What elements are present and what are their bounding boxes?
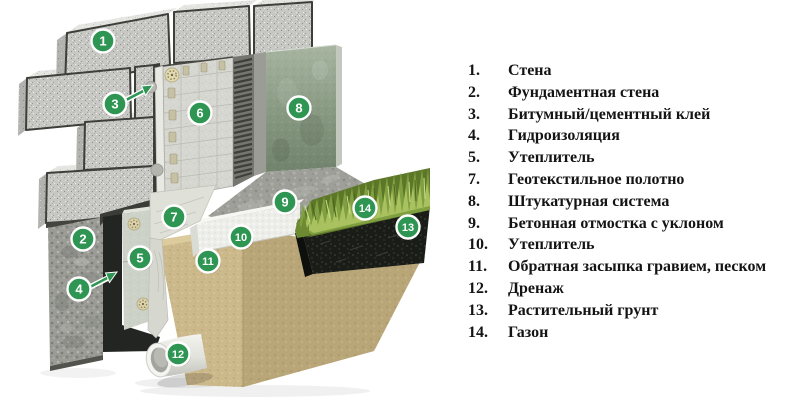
panel-anchor-pads	[167, 60, 226, 184]
legend-item-label: Газон	[508, 323, 549, 341]
callout-9: 9	[272, 189, 298, 215]
legend-item-label: Утеплитель	[508, 236, 595, 254]
legend-item-label: Фундаментная стена	[508, 83, 660, 101]
panel-washer-icon	[164, 67, 180, 83]
legend-item-label: Стена	[508, 62, 552, 79]
legend-item: 5. Утеплитель	[455, 147, 799, 169]
svg-text:14: 14	[359, 203, 372, 215]
callout-6: 6	[187, 100, 213, 126]
legend-item-number: 10.	[468, 236, 488, 254]
callout-11: 11	[195, 248, 221, 274]
insulation-panel	[145, 56, 234, 204]
svg-text:12: 12	[172, 349, 184, 361]
drainage-membrane	[233, 52, 266, 187]
legend-item-label: Дренаж	[508, 279, 564, 297]
legend-item: 11. Обратная засыпка гравием, песком	[455, 256, 799, 278]
svg-text:13: 13	[402, 222, 414, 234]
callout-12: 12	[165, 341, 191, 367]
svg-text:1: 1	[99, 34, 106, 49]
callout-8: 8	[286, 95, 312, 121]
legend-item-number: 1.	[468, 62, 480, 79]
legend-item: 4. Гидроизоляция	[455, 125, 799, 147]
callouts: 1 3 6 8 2 5 4 7 9 10 11 12 13 14	[66, 28, 421, 367]
callout-13: 13	[395, 214, 421, 240]
legend-item: 14. Газон	[455, 322, 799, 344]
insulation-washer-icon	[136, 297, 150, 311]
legend-item-number: 12.	[468, 279, 488, 297]
svg-text:3: 3	[111, 97, 118, 112]
legend-item-number: 13.	[468, 301, 488, 319]
adhesive-dab	[150, 163, 164, 177]
legend-item-label: Геотекстильное полотно	[508, 170, 685, 188]
legend-item-number: 7.	[468, 170, 480, 188]
legend-item: 7. Геотекстильное полотно	[455, 169, 799, 191]
svg-text:9: 9	[281, 195, 288, 210]
svg-text:6: 6	[196, 106, 203, 121]
legend-item-label: Утеплитель	[508, 149, 595, 167]
legend-item: 1. Стена	[455, 60, 799, 82]
waterproofing-membrane	[103, 214, 160, 352]
legend-item: 8. Штукатурная система	[455, 191, 799, 213]
legend-item-number: 14.	[468, 323, 488, 341]
legend-item-label: Растительный грунт	[508, 301, 659, 319]
svg-text:8: 8	[295, 101, 302, 116]
svg-text:7: 7	[170, 210, 177, 225]
legend-item: 9. Бетонная отмостка с уклоном	[455, 213, 799, 235]
legend-item-label: Гидроизоляция	[508, 127, 620, 145]
callout-1: 1	[90, 28, 116, 54]
callout-10: 10	[228, 224, 254, 250]
legend: 1. Стена 2. Фундаментная стена 3. Битумный/…	[455, 60, 799, 343]
svg-text:5: 5	[136, 251, 143, 266]
legend-item-number: 9.	[468, 214, 480, 232]
legend-item: 13. Растительный грунт	[455, 300, 799, 322]
legend-item: 3. Битумный/цементный клей	[455, 104, 799, 126]
callout-arrow-4	[87, 271, 119, 290]
svg-text:4: 4	[75, 282, 83, 297]
legend-item-label: Бетонная отмостка с уклоном	[508, 214, 724, 232]
svg-text:11: 11	[202, 256, 214, 268]
svg-text:2: 2	[79, 232, 86, 247]
callout-14: 14	[352, 195, 378, 221]
legend-item-number: 5.	[468, 149, 480, 167]
legend-item-number: 11.	[468, 258, 488, 276]
legend-item: 12. Дренаж	[455, 278, 799, 300]
legend-item-number: 3.	[468, 105, 480, 123]
legend-item-label: Битумный/цементный клей	[508, 105, 711, 123]
callout-2: 2	[70, 226, 96, 252]
callout-3: 3	[102, 91, 128, 117]
legend-item-number: 8.	[468, 192, 480, 210]
legend-item-label: Обратная засыпка гравием, песком	[508, 258, 767, 276]
callout-5: 5	[127, 245, 153, 271]
svg-text:10: 10	[235, 232, 247, 244]
foundation-insulation-diagram: 1 3 6 8 2 5 4 7 9 10 11 12 13 14	[18, 0, 430, 397]
callout-7: 7	[161, 204, 187, 230]
legend-item-number: 2.	[468, 83, 480, 101]
insulation-washer-icon	[127, 217, 141, 231]
callout-arrow-3	[123, 84, 155, 103]
callout-4: 4	[66, 276, 92, 302]
legend-item-label: Штукатурная система	[508, 192, 670, 210]
legend-item: 10. Утеплитель	[455, 234, 799, 256]
legend-item-number: 4.	[468, 127, 480, 145]
legend-item: 2. Фундаментная стена	[455, 82, 799, 104]
